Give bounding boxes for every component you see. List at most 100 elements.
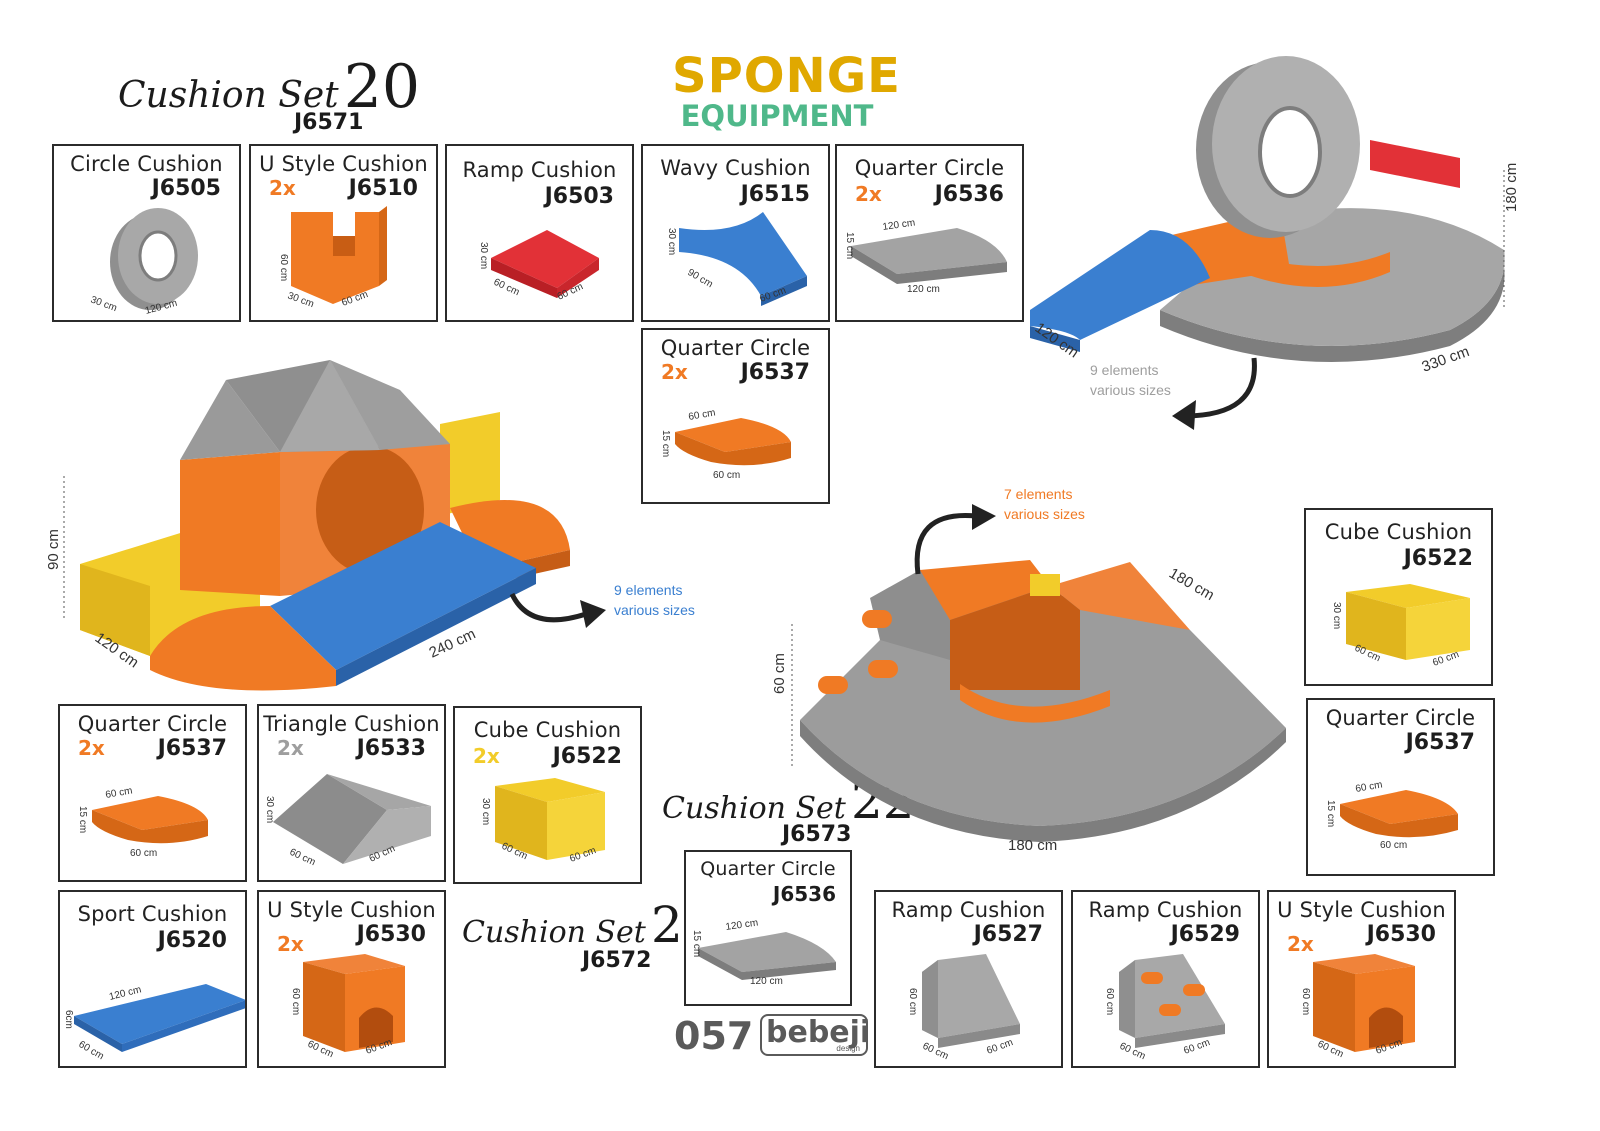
card-triangle-j6533: 30 cm 60 cm 60 cm Triangle Cushion 2x J6… [257,704,446,882]
card-u-style-j6530-right: 60 cm 60 cm 60 cm U Style Cushion 2x J65… [1267,890,1456,1068]
card-quarter-circle-j6537-mid: 15 cm 60 cm 60 cm Quarter Circle 2x J653… [641,328,830,504]
card-name: Cube Cushion [473,718,622,742]
svg-text:6cm: 6cm [63,1010,74,1029]
climbing-hold [862,610,892,628]
svg-text:60 cm: 60 cm [713,470,740,481]
svg-text:60 cm: 60 cm [77,1039,106,1062]
svg-text:30 cm: 30 cm [89,294,118,314]
brand-line2: EQUIPMENT [680,99,874,133]
set20-arrow-icon [1183,357,1257,419]
card-quantity: 2x [473,744,500,768]
card-u-style-j6510: 60 cm 30 cm 60 cm U Style Cushion 2x J65… [249,144,438,322]
svg-text:15 cm: 15 cm [77,806,88,833]
card-code: J6503 [544,184,614,209]
quarter-circle-gray-image: 15 cm 120 cm 120 cm [691,918,836,987]
svg-text:120 cm: 120 cm [725,918,759,933]
svg-text:60 cm: 60 cm [688,407,717,423]
card-name: Quarter Circle [854,156,1005,180]
card-quarter-circle-j6537-right: 15 cm 60 cm 60 cm Quarter Circle J6537 [1306,698,1495,876]
card-name: Ramp Cushion [891,898,1046,922]
set22-assembly-image: 60 cm 180 cm 180 cm [771,504,1286,854]
set22-arrow-icon [914,512,977,575]
card-name: U Style Cushion [1277,898,1446,922]
svg-text:60 cm: 60 cm [1380,840,1407,851]
quarter-circle-gray-image: 15 cm 120 cm 120 cm [844,218,1007,295]
card-name: Quarter Circle [700,858,836,880]
card-name: Ramp Cushion [1088,898,1243,922]
svg-text:120 cm: 120 cm [750,976,783,987]
card-quantity: 2x [277,736,304,760]
card-quantity: 2x [269,176,296,200]
climbing-hold [868,660,898,678]
card-name: Triangle Cushion [263,712,440,736]
card-name: Ramp Cushion [462,158,617,182]
card-ramp-j6503: 30 cm 60 cm 60 cm Ramp Cushion J6503 [445,144,634,322]
climbing-hold [1183,984,1205,996]
card-sport-j6520: 6cm 120 cm 60 cm Sport Cushion J6520 [58,890,247,1068]
brand-line1: SPONGE [672,48,901,104]
card-code: J6530 [1366,922,1436,947]
svg-text:60 cm: 60 cm [1300,988,1311,1015]
climbing-hold [1141,972,1163,984]
svg-text:60 cm: 60 cm [985,1037,1014,1057]
quarter-circle-orange-image: 15 cm 60 cm 60 cm [660,407,791,481]
card-code: J6529 [1170,922,1240,947]
card-quantity: 2x [277,932,304,956]
svg-text:15 cm: 15 cm [660,430,671,457]
card-circle-cushion: 30 cm 120 cm Circle Cushion J6505 [52,144,241,322]
card-name: Quarter Circle [77,712,228,736]
set21-height-label: 90 cm [45,529,62,570]
set21-title: Cushion Set 21 [462,896,715,954]
svg-text:120 cm: 120 cm [108,984,142,1003]
cube-yellow-image: 30 cm 60 cm 60 cm [1331,584,1470,669]
svg-text:15 cm: 15 cm [1325,800,1336,827]
card-name: Quarter Circle [1325,706,1476,730]
u-style-tall-image: 60 cm 30 cm 60 cm [278,206,387,310]
card-name: Quarter Circle [660,336,811,360]
svg-text:60 cm: 60 cm [278,254,289,281]
ramp-gray-image: 60 cm 60 cm 60 cm [907,954,1020,1062]
card-name: Wavy Cushion [660,156,811,180]
card-ramp-j6527: 60 cm 60 cm 60 cm Ramp Cushion J6527 [874,890,1063,1068]
u-style-tunnel-image: 60 cm 60 cm 60 cm [290,954,405,1060]
cube-yellow-image: 30 cm 60 cm 60 cm [480,778,605,865]
svg-text:90 cm: 90 cm [686,267,715,290]
set20-title: Cushion Set 20 [118,52,421,122]
set21-arrow-icon [509,592,587,623]
card-name: Circle Cushion [70,152,223,176]
climbing-hold [1159,1004,1181,1016]
card-code: J6505 [151,176,221,201]
card-name: Cube Cushion [1324,520,1473,544]
card-name: Sport Cushion [77,902,228,926]
svg-text:120 cm: 120 cm [907,284,940,295]
set22-width-label: 180 cm [1166,565,1217,604]
card-code: J6515 [740,182,810,207]
quarter-circle-orange-image: 15 cm 60 cm 60 cm [77,785,208,859]
set20-code: J6571 [294,110,364,135]
set22-height-label: 60 cm [771,653,788,694]
card-code: J6522 [552,744,622,769]
card-code: J6522 [1403,546,1473,571]
card-quantity: 2x [661,360,688,384]
card-code: J6536 [934,182,1004,207]
svg-text:60 cm: 60 cm [130,848,157,859]
climbing-hold [818,676,848,694]
wavy-blue-image: 30 cm 90 cm 60 cm [666,212,807,306]
card-code: J6537 [740,360,810,385]
card-quarter-circle-j6536-top: 15 cm 120 cm 120 cm Quarter Circle 2x J6… [835,144,1024,322]
card-code: J6510 [348,176,418,201]
card-quarter-circle-j6537-left: 15 cm 60 cm 60 cm Quarter Circle 2x J653… [58,704,247,882]
svg-text:60 cm: 60 cm [1355,779,1384,795]
card-cube-j6522-right: 30 cm 60 cm 60 cm Cube Cushion J6522 [1304,508,1493,686]
svg-text:30 cm: 30 cm [480,798,491,825]
card-cube-j6522-left: 30 cm 60 cm 60 cm Cube Cushion 2x J6522 [453,706,642,884]
card-code: J6537 [157,736,227,761]
page-number: 057 [674,1014,754,1058]
ramp-red-image: 30 cm 60 cm 60 cm [478,230,599,303]
svg-text:60 cm: 60 cm [1104,988,1115,1015]
card-code: J6520 [157,928,227,953]
card-wavy-j6515: 30 cm 90 cm 60 cm Wavy Cushion J6515 [641,144,830,322]
